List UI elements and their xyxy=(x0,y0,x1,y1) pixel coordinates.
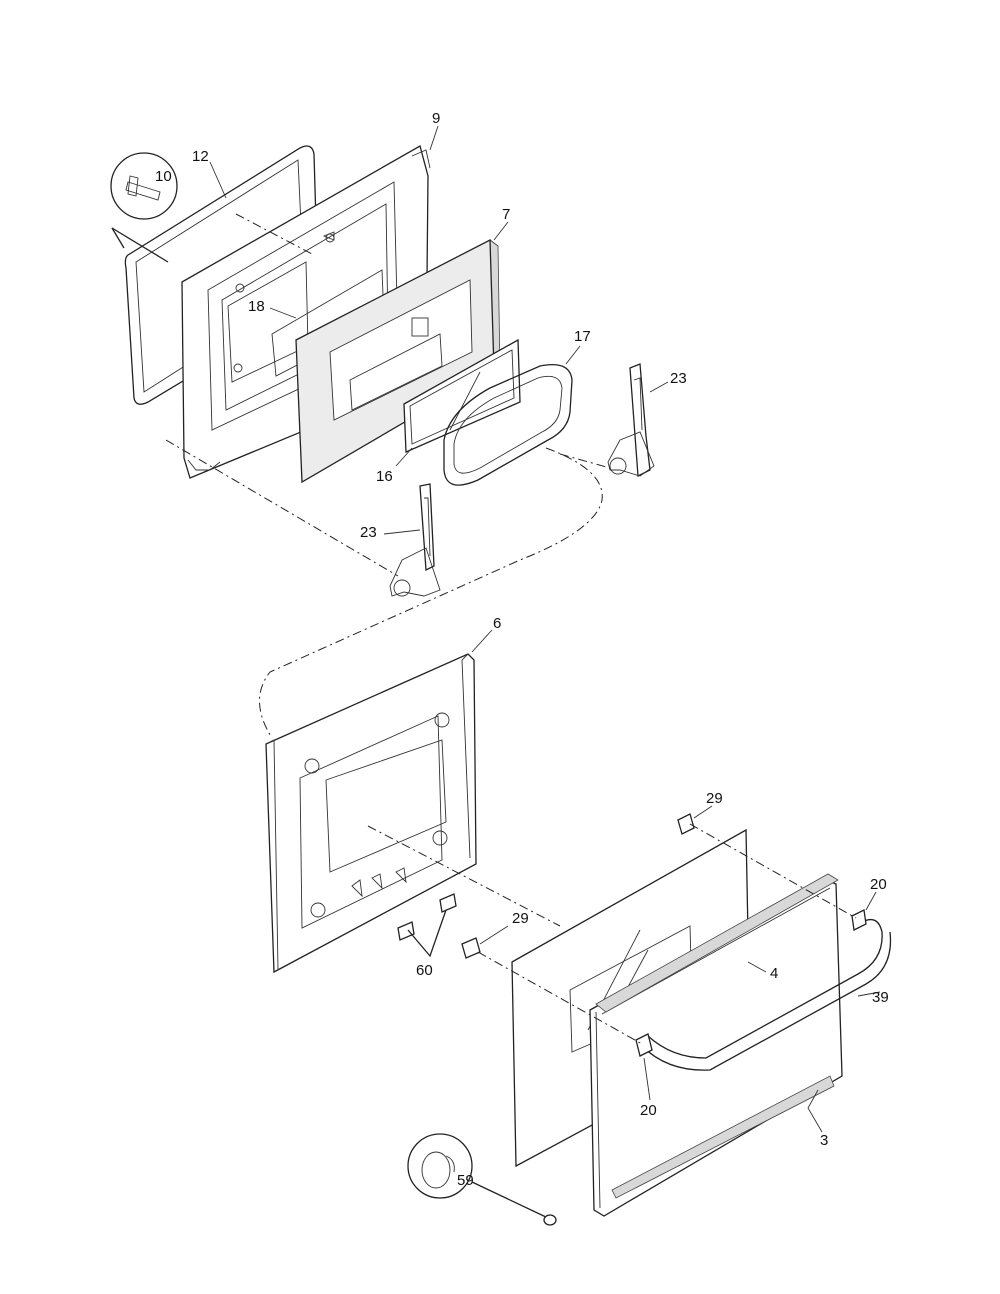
label-part-9: 9 xyxy=(432,110,440,127)
label-part-6: 6 xyxy=(493,615,501,632)
label-part-18: 18 xyxy=(248,298,265,315)
label-part-59: 59 xyxy=(457,1172,474,1189)
label-part-23-left: 23 xyxy=(360,524,377,541)
outer-door-frame xyxy=(589,873,843,1217)
part-29-bumpers xyxy=(461,813,695,959)
part-6-inner-panel xyxy=(265,653,477,974)
part-16-inner-glass xyxy=(403,338,521,453)
alignment-line-5 xyxy=(367,825,561,927)
label-part-20-bottom: 20 xyxy=(640,1102,657,1119)
label-part-12: 12 xyxy=(192,148,209,165)
part-20-clips xyxy=(635,909,867,1057)
label-part-10: 10 xyxy=(155,168,172,185)
alignment-line-6 xyxy=(689,823,857,919)
part-7-insulation xyxy=(295,238,501,484)
alignment-line-1 xyxy=(165,439,399,577)
label-part-16: 16 xyxy=(376,468,393,485)
leader-lines xyxy=(209,125,881,1133)
label-part-20-right: 20 xyxy=(870,876,887,893)
alignment-line-3 xyxy=(259,447,603,739)
part-60-spacers xyxy=(397,893,457,958)
label-part-4: 4 xyxy=(770,965,778,982)
alignment-line-2 xyxy=(235,213,313,255)
part-23-hinge-left xyxy=(389,483,441,597)
label-part-29-top: 29 xyxy=(706,790,723,807)
part-18-marker xyxy=(322,231,335,241)
label-part-17: 17 xyxy=(574,328,591,345)
part-10-screw-detail xyxy=(110,152,178,263)
label-part-39: 39 xyxy=(872,989,889,1006)
part-17-glass-gasket xyxy=(443,363,573,486)
part-23-hinge-right xyxy=(607,363,655,478)
label-part-29-left: 29 xyxy=(512,910,529,927)
label-part-3: 3 xyxy=(820,1132,828,1149)
label-part-7: 7 xyxy=(502,206,510,223)
alignment-line-4 xyxy=(559,453,611,469)
alignment-line-7 xyxy=(477,951,643,1045)
label-part-23-right: 23 xyxy=(670,370,687,387)
part-59-button-detail xyxy=(407,1133,557,1226)
part-39-handle xyxy=(641,918,892,1071)
label-part-60: 60 xyxy=(416,962,433,979)
